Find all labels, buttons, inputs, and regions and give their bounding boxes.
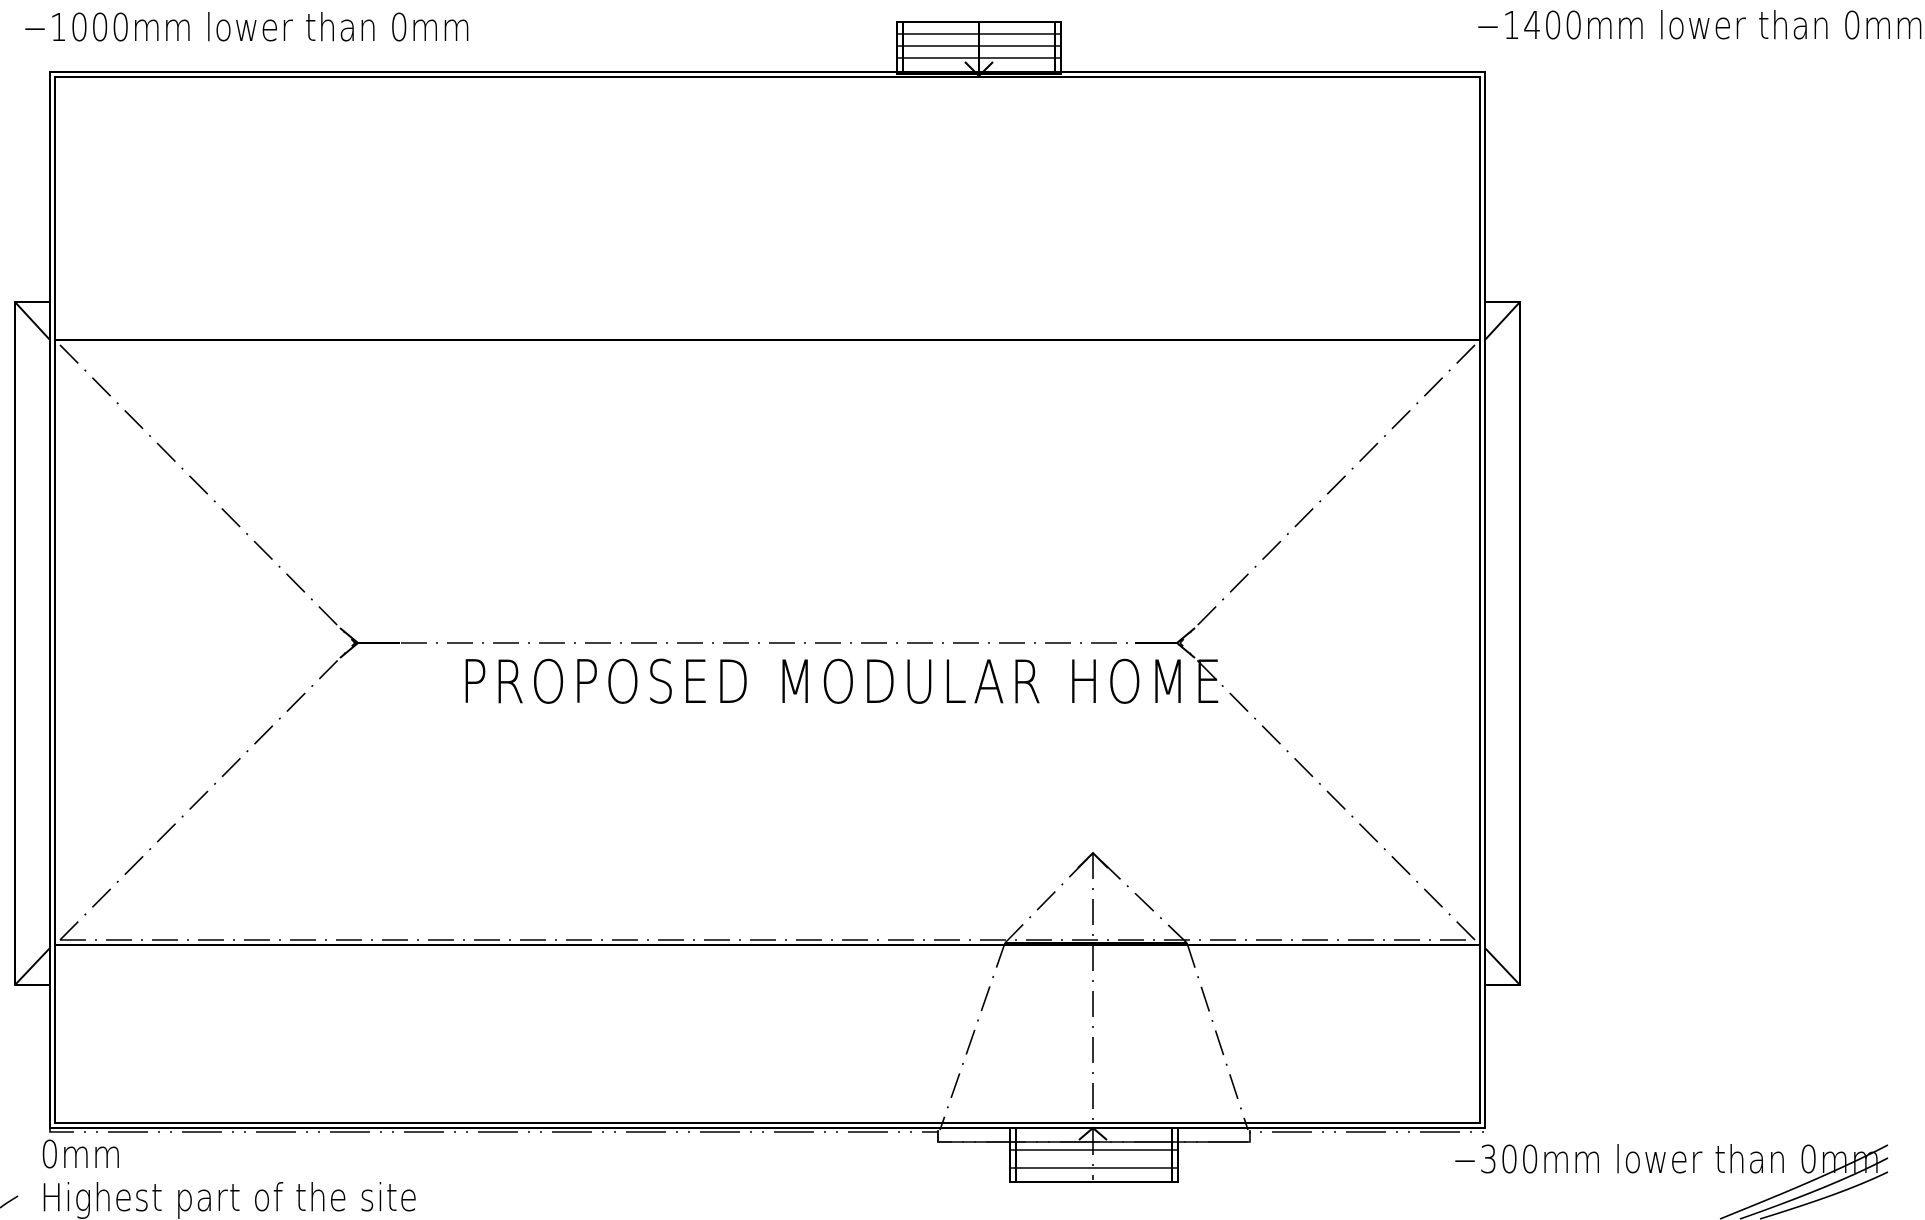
label-top-right-level: −1400mm lower than 0mm — [1475, 4, 1925, 48]
driveway-curves — [0, 1144, 1889, 1220]
label-bottom-right-level: −300mm lower than 0mm — [1452, 1138, 1882, 1182]
roof-eave-outline — [14, 71, 1521, 1143]
house-title: PROPOSED MODULAR HOME — [460, 648, 1228, 718]
label-highest-part-note: Highest part of the site — [40, 1176, 419, 1220]
rear-steps — [896, 21, 1062, 78]
label-top-left-level: −1000mm lower than 0mm — [22, 6, 473, 50]
building-outline — [14, 71, 1521, 1129]
front-steps — [1009, 1126, 1179, 1183]
site-plan-drawing — [0, 21, 1889, 1220]
roof-section-lines — [55, 339, 1480, 946]
porch-gable — [937, 851, 1251, 1180]
hip-roof-lines — [59, 344, 1476, 941]
label-bottom-left-level: 0mm — [40, 1133, 123, 1177]
